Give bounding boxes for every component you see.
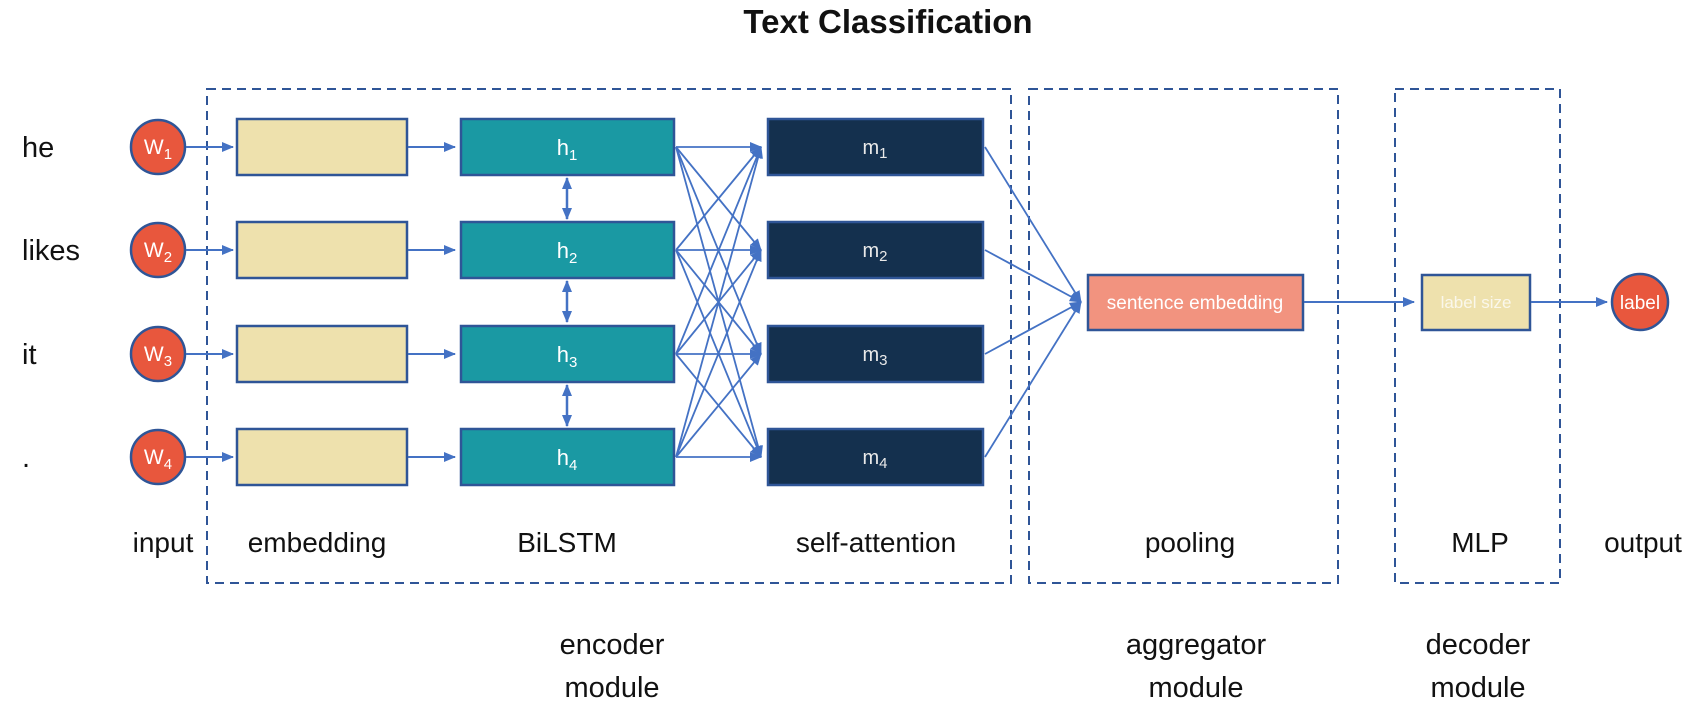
embedding-box: [235, 117, 409, 177]
input-word-label: he: [22, 132, 54, 164]
bilstm-box: [459, 324, 676, 384]
pooling-connection-line: [984, 249, 1082, 303]
module-label-aggregator-line2: module: [1148, 672, 1243, 704]
arrows-embedding-to-bilstm: [408, 142, 456, 462]
diagram-title: Text Classification: [743, 3, 1032, 40]
arrows-input-to-embedding: [186, 142, 234, 462]
column-label-input: input: [133, 527, 194, 558]
bilstm-box-label: h4: [557, 445, 578, 474]
pooling-connection-line: [984, 301, 1082, 458]
input-node-circle: [129, 221, 187, 279]
bilstm-box: [459, 427, 676, 487]
label-size-label: label size: [1441, 293, 1512, 312]
module-label-decoder-line2: module: [1430, 672, 1525, 704]
attention-box: [766, 117, 985, 177]
attention-box: [766, 220, 985, 280]
input-node-label: W2: [144, 239, 172, 266]
sentence-embedding-label: sentence embedding: [1107, 293, 1283, 314]
pooling-connection-line: [984, 146, 1082, 303]
attention-box-label: m1: [862, 137, 887, 162]
bilstm-box: [459, 117, 676, 177]
bilstm-box-label: h1: [557, 135, 578, 164]
bilstm-box: [459, 220, 676, 280]
embedding-box: [235, 220, 409, 280]
attention-connection-line: [675, 249, 762, 458]
attention-connection-line: [675, 353, 762, 458]
module-label-encoder-line2: module: [564, 672, 659, 704]
column-label-self-attention: self-attention: [796, 527, 956, 558]
attention-connection-line: [675, 146, 762, 355]
bilstm-box-label: h3: [557, 342, 578, 371]
input-node-circle: [129, 428, 187, 486]
input-node-label: W3: [144, 343, 172, 370]
decoder-module-outline: [1394, 88, 1561, 584]
aggregator-module-outline: [1028, 88, 1339, 584]
input-word-label: it: [22, 339, 37, 371]
embedding-box: [235, 324, 409, 384]
input-word-label: likes: [22, 235, 80, 267]
output-node-label: label: [1620, 293, 1660, 314]
attention-box-label: m4: [862, 447, 887, 472]
input-node-circle: [129, 118, 187, 176]
column-label-mlp: MLP: [1451, 527, 1509, 558]
attention-box: [766, 324, 985, 384]
module-label-aggregator-line1: aggregator: [1126, 629, 1267, 661]
bilstm-box-label: h2: [557, 238, 578, 267]
module-label-encoder-line1: encoder: [560, 629, 665, 661]
column-label-embedding: embedding: [248, 527, 387, 558]
input-node-label: W1: [144, 136, 172, 163]
column-label-output: output: [1604, 527, 1682, 558]
input-word-label: .: [22, 442, 30, 474]
attention-connection-line: [675, 146, 763, 458]
input-node-circle: [129, 325, 187, 383]
encoder-module-outline: [206, 88, 1012, 584]
column-label-pooling: pooling: [1145, 527, 1235, 558]
attention-box-label: m3: [862, 344, 887, 369]
attention-box: [766, 427, 985, 487]
column-label-bilstm: BiLSTM: [517, 527, 617, 558]
pooling-connections: [984, 146, 1082, 458]
attention-connection-line: [675, 146, 762, 251]
attention-box-label: m2: [862, 240, 887, 265]
pooling-connection-line: [984, 301, 1082, 355]
label-size-box: [1420, 273, 1532, 332]
embedding-box: [235, 427, 409, 487]
input-node-label: W4: [144, 446, 172, 473]
module-label-decoder-line1: decoder: [1426, 629, 1531, 661]
output-node-circle: [1610, 272, 1670, 332]
attention-connections: [675, 142, 763, 462]
sentence-embedding-box: [1086, 273, 1305, 332]
